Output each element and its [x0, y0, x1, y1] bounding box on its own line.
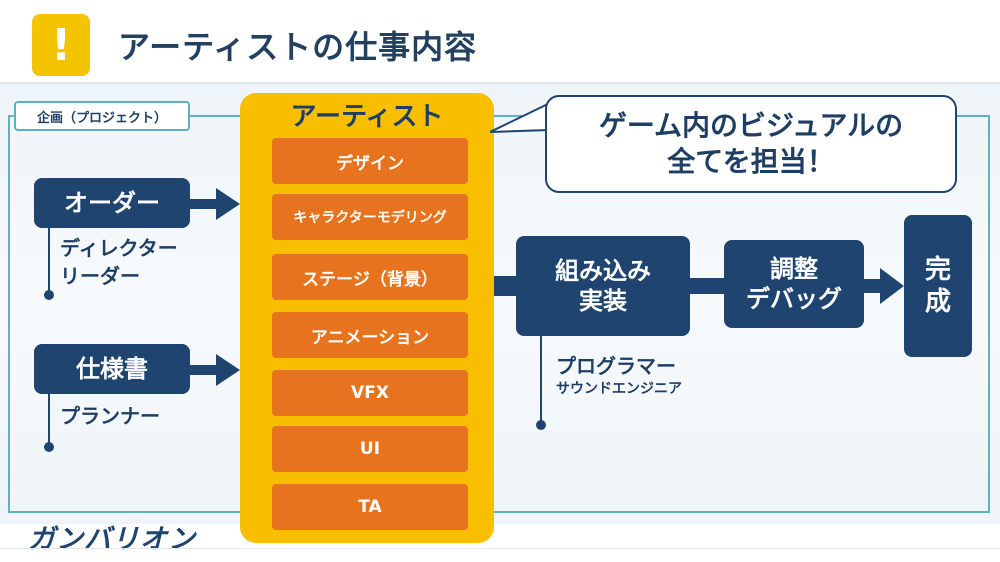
adjust-line-1: 調整 [770, 255, 818, 283]
role-leader: リーダー [60, 264, 140, 288]
task-label: UI [359, 439, 381, 459]
role-sound-engineer: サウンドエンジニア [556, 381, 682, 397]
integration-roles: プログラマー サウンドエンジニア [556, 352, 682, 400]
integration-line-2: 実装 [579, 287, 627, 315]
spec-box: 仕様書 [34, 344, 190, 394]
task-label: VFX [351, 383, 389, 403]
integration-connector [540, 336, 542, 424]
order-connector-dot [44, 290, 54, 300]
callout-box: ゲーム内のビジュアルの 全てを担当！ [545, 95, 957, 193]
order-label: オーダー [64, 189, 160, 217]
task-vfx: VFX [272, 370, 468, 416]
order-connector [48, 228, 50, 294]
task-stage: ステージ（背景） [272, 254, 468, 300]
integration-line-1: 組み込み [555, 257, 651, 285]
callout-tail [490, 102, 550, 133]
task-animation: アニメーション [272, 312, 468, 358]
task-label: デザイン [336, 153, 404, 174]
integration-connector-dot [536, 420, 546, 430]
role-planner: プランナー [60, 404, 160, 428]
order-roles: ディレクター リーダー [60, 234, 178, 290]
spec-connector [48, 394, 50, 446]
adjust-line-2: デバッグ [746, 285, 842, 313]
header-divider [0, 82, 1000, 84]
spec-arrow-shaft [190, 365, 218, 375]
project-label: 企画（プロジェクト） [14, 101, 190, 131]
integration-box: 組み込み 実装 [516, 236, 690, 336]
artist-to-integration-connector [494, 276, 518, 296]
task-design: デザイン [272, 138, 468, 184]
adjust-box: 調整 デバッグ [724, 240, 864, 328]
task-label: ステージ（背景） [302, 269, 438, 290]
complete-line-1: 完 [924, 254, 951, 285]
spec-connector-dot [44, 442, 54, 452]
integration-to-adjust-connector [690, 278, 726, 294]
callout-line-1: ゲーム内のビジュアルの [598, 108, 904, 142]
spec-label: 仕様書 [76, 355, 148, 383]
spec-roles: プランナー [60, 402, 160, 430]
order-arrow-icon [216, 188, 240, 220]
callout-line-2: 全てを担当！ [667, 145, 835, 178]
project-frame [8, 115, 990, 513]
order-arrow-shaft [190, 199, 218, 209]
task-label: アニメーション [310, 327, 430, 348]
task-character-modeling: キャラクターモデリング [272, 194, 468, 240]
task-label: TA [358, 497, 382, 517]
spec-arrow-icon [216, 354, 240, 386]
role-programmer: プログラマー [556, 354, 676, 378]
task-ta: TA [272, 484, 468, 530]
footer-divider [0, 548, 1000, 549]
complete-box: 完 成 [904, 215, 972, 357]
company-logo: ガンバリオン [28, 524, 196, 555]
adjust-to-complete-arrow-icon [880, 268, 904, 304]
role-director: ディレクター [60, 236, 178, 260]
task-ui: UI [272, 426, 468, 472]
order-box: オーダー [34, 178, 190, 228]
artist-title: アーティスト [290, 102, 444, 132]
adjust-to-complete-shaft [864, 279, 884, 293]
exclamation-icon: ! [32, 14, 90, 76]
task-label: キャラクターモデリング [293, 210, 447, 226]
page-title: アーティストの仕事内容 [118, 28, 478, 66]
complete-line-2: 成 [924, 287, 951, 317]
